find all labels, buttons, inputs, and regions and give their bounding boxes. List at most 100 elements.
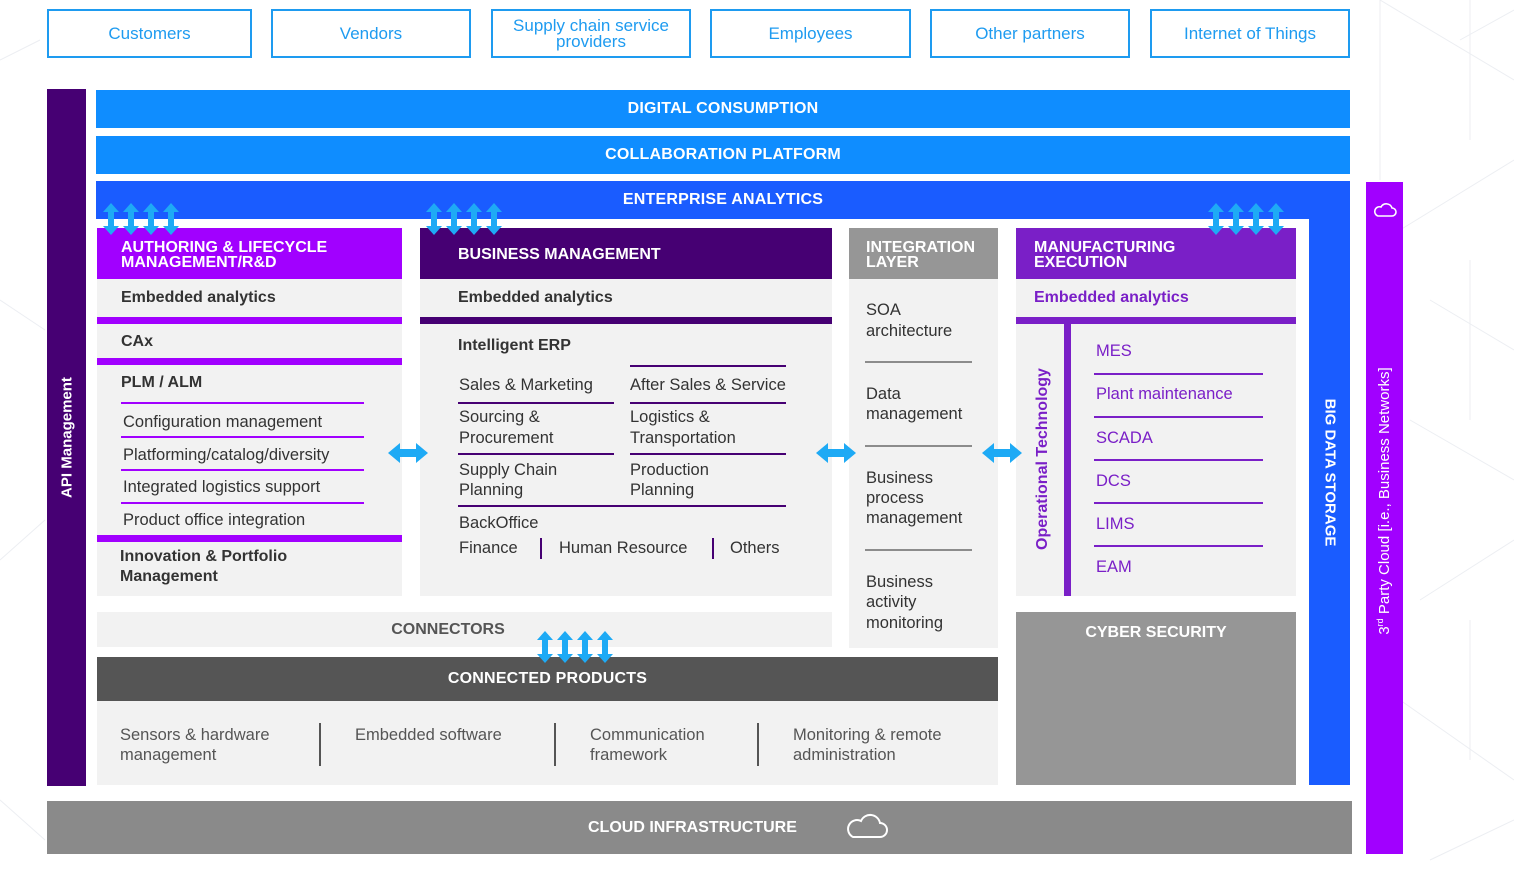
business-header: BUSINESS MANAGEMENT xyxy=(420,228,832,279)
divider xyxy=(1094,502,1263,504)
authoring-embedded-analytics: Embedded analytics xyxy=(121,289,276,306)
divider xyxy=(420,317,832,324)
authoring-innovation: Management xyxy=(120,568,218,585)
manufacturing-embedded-analytics: Embedded analytics xyxy=(1034,289,1189,306)
connected-product-item: Embedded software xyxy=(355,726,502,744)
manufacturing-item: MES xyxy=(1096,342,1132,360)
integration-title-1: INTEGRATION xyxy=(866,239,976,256)
divider xyxy=(540,538,542,559)
integration-item: management xyxy=(866,509,963,527)
api-management-bar: API Management xyxy=(47,89,86,786)
connectors-bar: CONNECTORS xyxy=(97,612,832,647)
connected-product-item: Monitoring & remote xyxy=(793,726,942,744)
erp-item: Transportation xyxy=(630,429,736,447)
operational-technology-label: Operational Technology xyxy=(1034,368,1051,550)
manufacturing-title-2: EXECUTION xyxy=(1034,254,1128,271)
divider xyxy=(865,445,972,447)
divider xyxy=(865,549,972,551)
authoring-item: Product office integration xyxy=(123,511,306,529)
stakeholder-label: Internet of Things xyxy=(1184,23,1316,43)
authoring-item: Platforming/catalog/diversity xyxy=(123,446,330,464)
stakeholder-vendors: Vendors xyxy=(271,9,471,58)
divider xyxy=(630,453,786,455)
divider xyxy=(97,317,402,324)
authoring-panel xyxy=(97,228,402,596)
divider xyxy=(319,723,321,766)
big-data-storage-label: BIG DATA STORAGE xyxy=(1321,398,1339,547)
divider xyxy=(121,436,364,438)
backoffice-item: Finance xyxy=(459,539,518,557)
erp-item: Production xyxy=(630,461,709,479)
erp-item: After Sales & Service xyxy=(630,376,786,394)
authoring-cax: CAx xyxy=(121,333,154,350)
erp-item: Sales & Marketing xyxy=(459,376,593,394)
enterprise-analytics-bar: ENTERPRISE ANALYTICS xyxy=(96,181,1350,219)
manufacturing-item: LIMS xyxy=(1096,515,1135,533)
divider xyxy=(554,723,556,766)
up-down-arrows-icon xyxy=(1208,203,1284,235)
stakeholder-label: Customers xyxy=(108,23,191,43)
double-arrow-icon xyxy=(982,443,1022,463)
digital-consumption-bar: DIGITAL CONSUMPTION xyxy=(96,90,1350,128)
integration-item: Data xyxy=(866,385,901,403)
manufacturing-item: Plant maintenance xyxy=(1096,385,1233,403)
divider xyxy=(630,365,786,367)
api-management-label: API Management xyxy=(58,377,76,498)
manufacturing-panel xyxy=(1016,228,1296,596)
connected-product-item: Communication xyxy=(590,726,705,744)
stakeholder-label: Vendors xyxy=(339,23,403,43)
erp-item: Logistics & xyxy=(630,408,710,426)
up-down-arrows-icon xyxy=(103,203,179,235)
backoffice-label: BackOffice xyxy=(459,514,539,532)
connected-product-item: framework xyxy=(590,746,668,764)
stakeholder-label: Other partners xyxy=(975,23,1085,43)
double-arrow-icon xyxy=(816,443,856,463)
authoring-title-1: AUTHORING & LIFECYCLE xyxy=(121,239,328,256)
divider xyxy=(121,469,364,471)
integration-item: management xyxy=(866,405,963,423)
double-arrow-icon xyxy=(388,443,428,463)
big-data-storage-bar: BIG DATA STORAGE xyxy=(1309,181,1350,785)
divider xyxy=(1094,416,1263,418)
erp-item: Planning xyxy=(630,481,695,499)
cloud-icon xyxy=(1374,203,1397,217)
manufacturing-header: MANUFACTURING EXECUTION xyxy=(1016,228,1296,279)
integration-panel xyxy=(849,228,998,648)
cloud-label-part: 3 xyxy=(1376,626,1393,635)
stakeholder-customers: Customers xyxy=(47,9,252,58)
stakeholder-label: Employees xyxy=(768,23,853,43)
erp-item: Sourcing & xyxy=(459,408,540,426)
connected-products-bar: CONNECTED PRODUCTS xyxy=(97,657,998,701)
stakeholder-iot: Internet of Things xyxy=(1150,9,1350,58)
up-down-arrows-icon xyxy=(426,203,502,235)
authoring-title-2: MANAGEMENT/R&D xyxy=(121,254,277,271)
cloud-label-sup: rd xyxy=(1375,618,1385,627)
divider xyxy=(121,502,364,504)
erp-item: Procurement xyxy=(459,429,554,447)
manufacturing-item: EAM xyxy=(1096,558,1132,576)
third-party-cloud-label: 3rd Party Cloud [i.e., Business Networks… xyxy=(1375,341,1393,661)
manufacturing-item: SCADA xyxy=(1096,429,1153,447)
cloud-icon xyxy=(847,813,888,838)
authoring-innovation: Innovation & Portfolio xyxy=(120,548,288,565)
divider xyxy=(97,358,402,365)
cyber-security-label: CYBER SECURITY xyxy=(1085,624,1227,641)
ot-bar xyxy=(1064,324,1071,596)
divider xyxy=(458,453,614,455)
integration-item: activity xyxy=(866,593,917,611)
connected-product-item: administration xyxy=(793,746,896,764)
backoffice-item: Others xyxy=(730,539,780,557)
intelligent-erp: Intelligent ERP xyxy=(458,337,571,354)
authoring-item: Configuration management xyxy=(123,413,323,431)
connectors-label: CONNECTORS xyxy=(391,621,505,638)
integration-item: SOA xyxy=(866,301,901,319)
authoring-plm: PLM / ALM xyxy=(121,374,203,391)
integration-header: INTEGRATION LAYER xyxy=(849,228,998,279)
authoring-header: AUTHORING & LIFECYCLE MANAGEMENT/R&D xyxy=(97,228,402,279)
business-panel xyxy=(420,228,832,596)
divider xyxy=(630,402,786,404)
divider xyxy=(757,723,759,766)
cloud-infrastructure-label: CLOUD INFRASTRUCTURE xyxy=(588,819,797,836)
stakeholder-label: Supply chain service providers xyxy=(513,15,669,51)
